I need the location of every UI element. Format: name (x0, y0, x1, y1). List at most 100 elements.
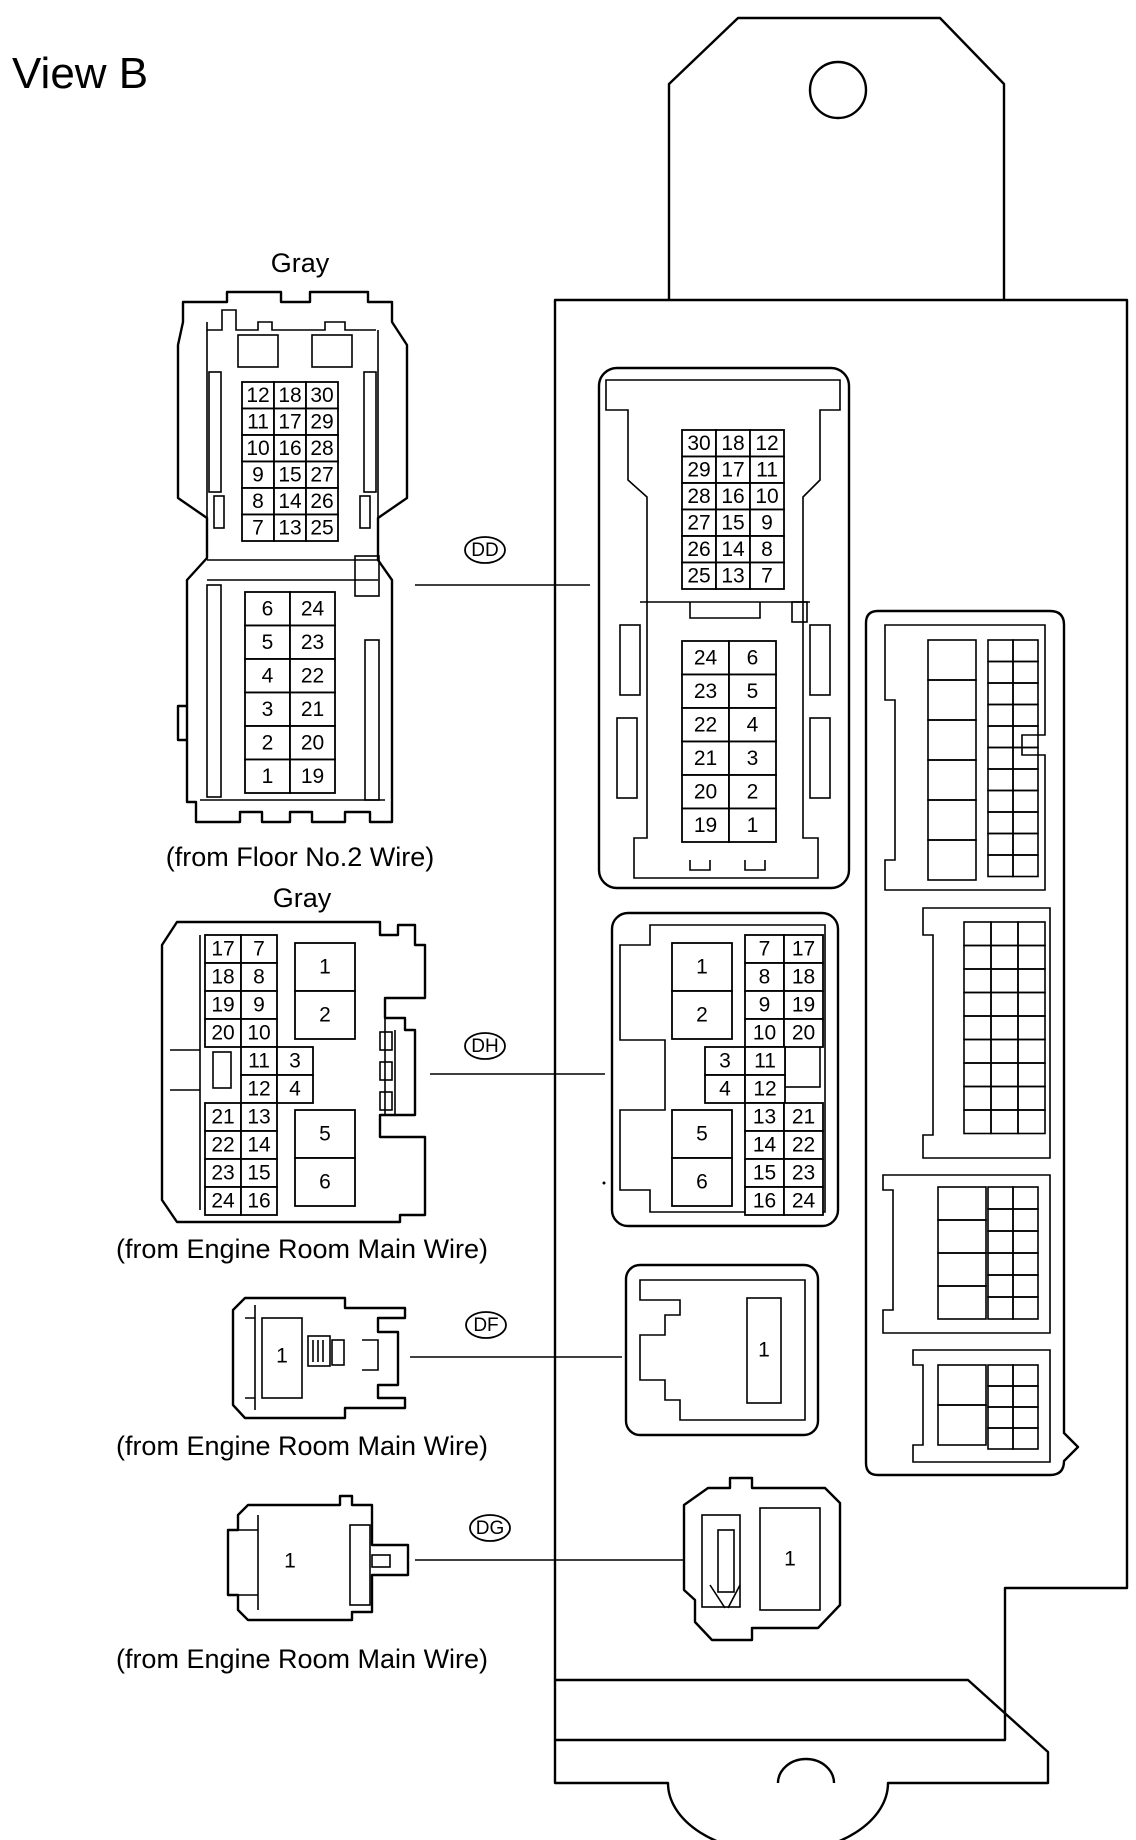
dh-pin-2: 2 (319, 1004, 331, 1027)
socket-b-cell (1017, 968, 1046, 994)
dh-cell (240, 1074, 278, 1104)
block-dd-pin-16: 16 (721, 485, 744, 508)
block-dd-pin-21: 21 (694, 747, 717, 770)
socket-c-wide-cell (937, 1252, 987, 1287)
dd-pin-13: 13 (278, 516, 301, 539)
leader-df: DF (410, 1311, 622, 1358)
dd-pin-10: 10 (246, 437, 269, 460)
block-dd-cell (681, 429, 717, 458)
socket-b-cell (1017, 1015, 1046, 1041)
block-dh-pin-4: 4 (719, 1078, 731, 1101)
socket-a-wide-cell (927, 679, 977, 721)
socket-b-cell (990, 1015, 1019, 1041)
socket-d-fine-cell (1012, 1406, 1039, 1429)
dh-pin-10: 10 (247, 1022, 270, 1045)
dh-pin-18: 18 (211, 966, 234, 989)
block-df-pin-1: 1 (758, 1339, 770, 1362)
socket-a-fine-cell (1012, 746, 1039, 770)
socket-d-fine-cell (1012, 1385, 1039, 1408)
block-unlabeled-sockets (864, 609, 1080, 1477)
socket-b-cell (990, 1062, 1019, 1088)
block-dd-pin-12: 12 (755, 432, 778, 455)
dg-pin-1: 1 (284, 1550, 296, 1573)
block-dd-pin-22: 22 (694, 713, 717, 736)
dh-source-label: (from Engine Room Main Wire) (116, 1234, 488, 1264)
leader-dg: DG (415, 1514, 684, 1561)
socket-b-cell (990, 1085, 1019, 1111)
dd-pin-3: 3 (262, 698, 274, 721)
dd-cell (244, 758, 291, 794)
socket-b-cell (990, 944, 1019, 970)
socket-b-cell (963, 1109, 992, 1135)
block-dh-cell (783, 1158, 824, 1188)
block-dd-cell (749, 455, 785, 484)
dh-cell (276, 1074, 314, 1104)
socket-b-cell (963, 991, 992, 1017)
block-dd-pin-18: 18 (721, 432, 744, 455)
socket-b-cell (1017, 1062, 1046, 1088)
socket-c-fine-cell (1012, 1274, 1039, 1298)
dh-pin-14: 14 (247, 1134, 271, 1157)
block-dd-pin-20: 20 (694, 780, 717, 803)
socket-b-cell (1017, 921, 1046, 947)
dd-code-label: DD (471, 540, 498, 561)
socket-a-fine-cell (1012, 660, 1039, 684)
block-dd-cell (728, 740, 777, 776)
socket-a-wide-cell (927, 799, 977, 841)
dd-cell (289, 624, 336, 660)
dd-pin-15: 15 (278, 463, 301, 486)
dh-cell (204, 1186, 242, 1216)
junction-block-outline (553, 16, 1129, 1840)
socket-c-fine-cell (1012, 1296, 1039, 1320)
block-dh-pin-2: 2 (696, 1004, 708, 1027)
block-dh-pin-3: 3 (719, 1050, 731, 1073)
socket-b-cell (990, 921, 1019, 947)
dh-pin-13: 13 (247, 1106, 270, 1129)
dd-color-label: Gray (271, 248, 330, 278)
dh-cell (204, 1018, 242, 1048)
block-dd-pin-6: 6 (747, 646, 759, 669)
dd-pin-14: 14 (278, 490, 302, 513)
socket-b-cell (990, 968, 1019, 994)
socket-c-fine-cell (987, 1208, 1014, 1232)
dd-pin-16: 16 (278, 437, 301, 460)
df-code-label: DF (473, 1315, 498, 1336)
dd-cell (289, 691, 336, 727)
dh-pin-8: 8 (253, 966, 265, 989)
socket-c-wide-cell (937, 1219, 987, 1254)
socket-d-fine-cell (1012, 1427, 1039, 1450)
socket-a-fine-cell (1012, 639, 1039, 663)
dh-cell (204, 1158, 242, 1188)
dd-pin-8: 8 (252, 490, 264, 513)
socket-c-fine-cell (987, 1274, 1014, 1298)
block-dd-pin-19: 19 (694, 814, 717, 837)
block-dd-pin-10: 10 (755, 485, 778, 508)
block-dh-pin-24: 24 (792, 1190, 816, 1213)
block-dd-pin-29: 29 (687, 458, 710, 481)
dh-pin-17: 17 (211, 938, 234, 961)
block-dd-pin-28: 28 (687, 485, 710, 508)
socket-c-fine-cell (1012, 1186, 1039, 1210)
block-dh-cell (783, 1102, 824, 1132)
dh-pin-5: 5 (319, 1123, 331, 1146)
socket-d-fine-cell (987, 1406, 1014, 1429)
socket-a-wide-cell (927, 639, 977, 681)
block-dd-pin-1: 1 (747, 814, 759, 837)
block-dh-pin-15: 15 (753, 1162, 776, 1185)
socket-a-wide-cell (927, 759, 977, 801)
socket-b-cell (1017, 1038, 1046, 1064)
dh-pin-4: 4 (289, 1078, 301, 1101)
dd-pin-1: 1 (262, 765, 274, 788)
dd-pin-19: 19 (301, 765, 324, 788)
socket-a-fine-cell (987, 854, 1014, 878)
dd-pin-24: 24 (301, 597, 325, 620)
socket-b-cell (963, 1015, 992, 1041)
block-dh-pin-21: 21 (792, 1106, 815, 1129)
dh-cell (240, 962, 278, 992)
block-dd-cell (728, 774, 777, 810)
dd-pin-9: 9 (252, 463, 264, 486)
dd-source-label: (from Floor No.2 Wire) (166, 842, 435, 872)
block-dh-pin-10: 10 (753, 1022, 776, 1045)
dh-pin-7: 7 (253, 938, 265, 961)
